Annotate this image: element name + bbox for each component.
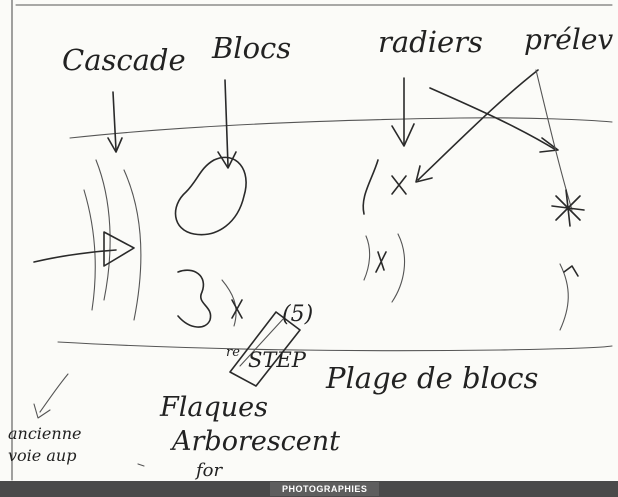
label-flaques-line1: Flaques [160,392,268,423]
step-cross [231,299,243,319]
block-outline-lower-right [221,279,237,327]
riffle-bracket-right [391,233,405,303]
prelev-arrow-left [417,69,539,181]
riffle-flow-left [363,235,371,281]
label-plage-de-blocs: Plage de blocs [326,361,539,395]
sampling-flow [559,263,569,331]
river-upper-bank [69,117,613,139]
small-tick [137,463,145,467]
label-step: STEP [248,348,306,372]
block-outline-lower [177,269,212,328]
prelev-arrow-right [429,87,557,151]
step-box-inner [239,317,285,367]
cascade-arrow [112,91,117,151]
radier-cross-upper [391,175,407,195]
radiers-arrowhead [391,123,415,147]
cascade-flow-3 [83,189,96,311]
radier-cross-lower [375,251,387,273]
prelev-arrowhead-right [539,137,559,153]
riffle-bracket-left [362,159,379,215]
river-lower-bank [57,341,613,352]
prelev-arrowhead-left [415,165,433,183]
label-cascade: Cascade [62,43,186,77]
label-step-marker: (5) [282,302,314,327]
label-ancienne-line1: ancienne [8,424,82,443]
label-flaques-line3: for [196,460,223,481]
cascade-flow-2 [123,169,142,321]
inflow-arrowhead [103,231,135,267]
step-box [229,311,301,387]
ancienne-voie-arrowhead [33,403,51,419]
footer-label: PHOTOGRAPHIES [270,482,380,496]
label-flaques-line2: Arborescent [172,426,341,457]
cascade-arrowhead [107,137,123,153]
block-outline-upper [174,156,247,236]
prelev-guide-line [535,69,573,211]
label-radiers: radiers [378,25,483,59]
label-blocs: Blocs [212,31,292,65]
ancienne-voie-arrow [39,373,69,413]
label-ancienne-line2: voie aup [8,446,77,465]
sampling-flow-arrowhead [563,265,579,277]
sampling-cross [551,189,585,227]
inflow-arrow [33,249,117,263]
label-prelev: prélev [524,23,614,56]
label-re: re [226,345,240,360]
footer-bar: PHOTOGRAPHIES [0,481,618,497]
blocs-arrow [224,79,229,167]
cascade-flow-1 [95,159,111,301]
